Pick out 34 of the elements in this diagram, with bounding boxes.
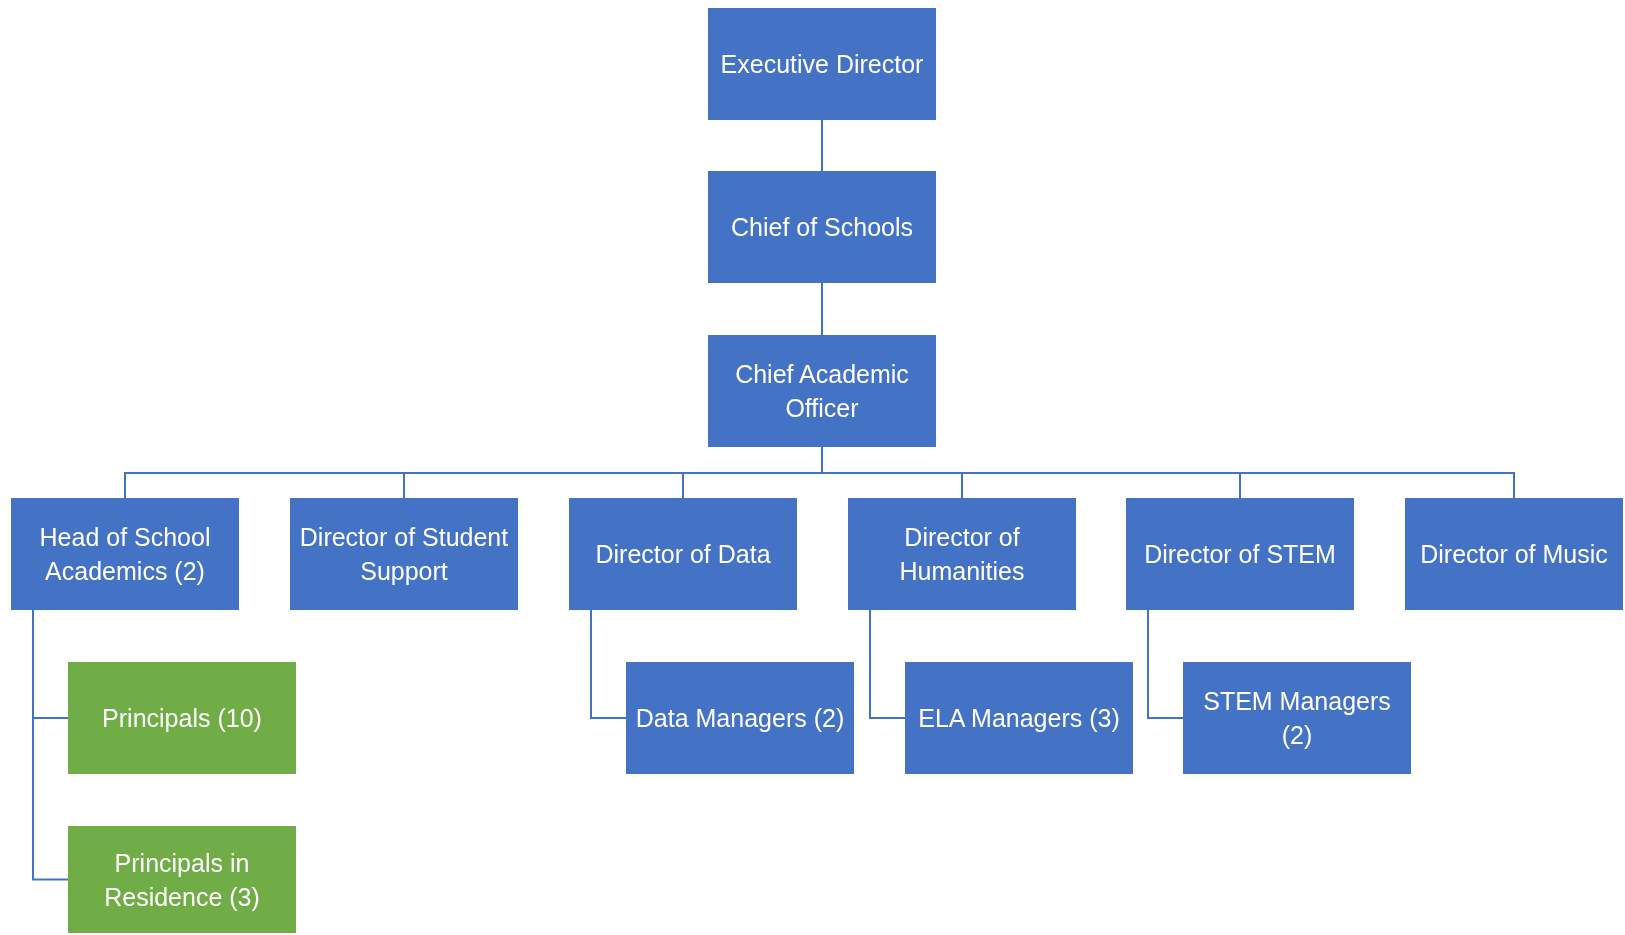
connector-line	[821, 282, 823, 336]
role-box	[708, 171, 936, 283]
role-box	[708, 335, 936, 447]
role-box	[11, 498, 239, 610]
role-box	[1405, 498, 1623, 610]
role-box	[708, 8, 936, 120]
role-box	[626, 662, 854, 774]
connector-line	[1147, 609, 1184, 719]
connector-line	[590, 609, 627, 719]
role-box	[569, 498, 797, 610]
connector-line	[869, 609, 906, 719]
role-title: Director of Student Support	[298, 522, 510, 587]
role-title: STEM Managers (2)	[1202, 686, 1392, 751]
role-box	[848, 498, 1076, 610]
role-title: Principals (10)	[102, 703, 262, 734]
role-box	[1126, 498, 1354, 610]
role-title: Chief of Schools	[730, 212, 913, 243]
role-title: Director of Data	[595, 539, 771, 570]
role-box	[1183, 662, 1411, 774]
role-title: Director of Music	[1420, 539, 1608, 570]
role-title: Director of STEM	[1144, 539, 1336, 570]
role-title: Executive Director	[720, 49, 924, 80]
connector-line	[32, 609, 69, 881]
role-title: ELA Managers (3)	[918, 703, 1120, 734]
role-box	[905, 662, 1133, 774]
role-title: Chief Academic Officer	[734, 359, 910, 424]
role-title: Head of School Academics (2)	[38, 522, 212, 587]
staff-box	[68, 662, 296, 774]
staff-box	[68, 826, 296, 933]
role-box	[290, 498, 518, 610]
role-title: Principals in Residence (3)	[103, 847, 261, 913]
connector-line	[821, 119, 823, 172]
role-title: Director of Humanities	[898, 522, 1026, 587]
role-title: Data Managers (2)	[635, 703, 845, 734]
